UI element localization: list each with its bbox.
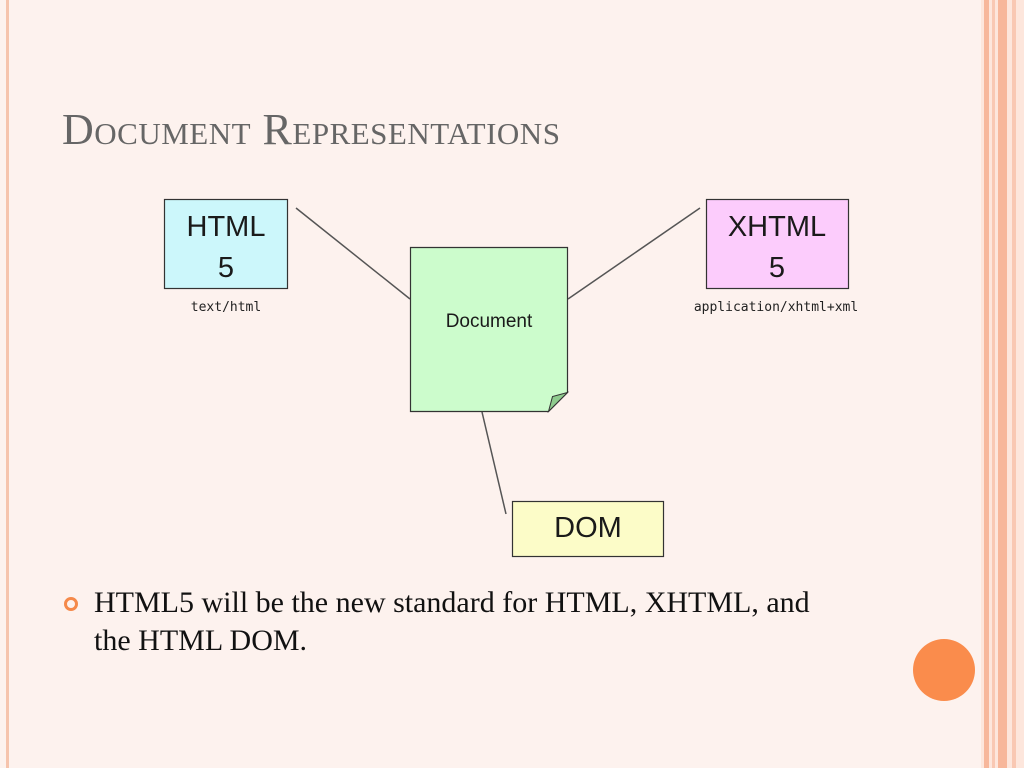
html5-node: HTML 5 — [163, 198, 289, 290]
connector-xhtml5-document — [567, 207, 701, 300]
bullet-list: HTML5 will be the new standard for HTML,… — [62, 584, 822, 660]
document-fold-corner — [547, 391, 570, 414]
document-node: Document — [409, 246, 570, 414]
xhtml5-mime-type: application/xhtml+xml — [694, 300, 858, 315]
connector-document-dom — [481, 411, 507, 515]
dom-node: DOM — [511, 500, 665, 558]
right-border-stripe — [998, 0, 1007, 768]
left-border-stripe — [6, 0, 9, 768]
right-border-stripe — [992, 0, 995, 768]
bullet-item: HTML5 will be the new standard for HTML,… — [62, 584, 822, 660]
right-border-stripe — [1012, 0, 1016, 768]
html5-box — [163, 198, 289, 290]
html5-label-line1: HTML — [187, 211, 266, 243]
dom-box — [511, 500, 665, 558]
orange-ring-bullet-icon — [64, 597, 78, 611]
bullet-text: HTML5 will be the new standard for HTML,… — [94, 586, 810, 657]
connector-html5-document — [295, 207, 411, 300]
xhtml5-label-line1: XHTML — [728, 211, 826, 243]
right-border-stripe — [984, 0, 989, 768]
dom-label: DOM — [554, 512, 622, 544]
html5-label-line2: 5 — [218, 252, 234, 284]
document-label: Document — [446, 311, 533, 332]
xhtml5-node: XHTML 5 — [705, 198, 850, 290]
orange-circle-decoration — [913, 639, 975, 701]
slide-title: Document Representations — [62, 105, 561, 154]
html5-mime-type: text/html — [191, 300, 261, 315]
xhtml5-box — [705, 198, 850, 290]
xhtml5-label-line2: 5 — [769, 252, 785, 284]
